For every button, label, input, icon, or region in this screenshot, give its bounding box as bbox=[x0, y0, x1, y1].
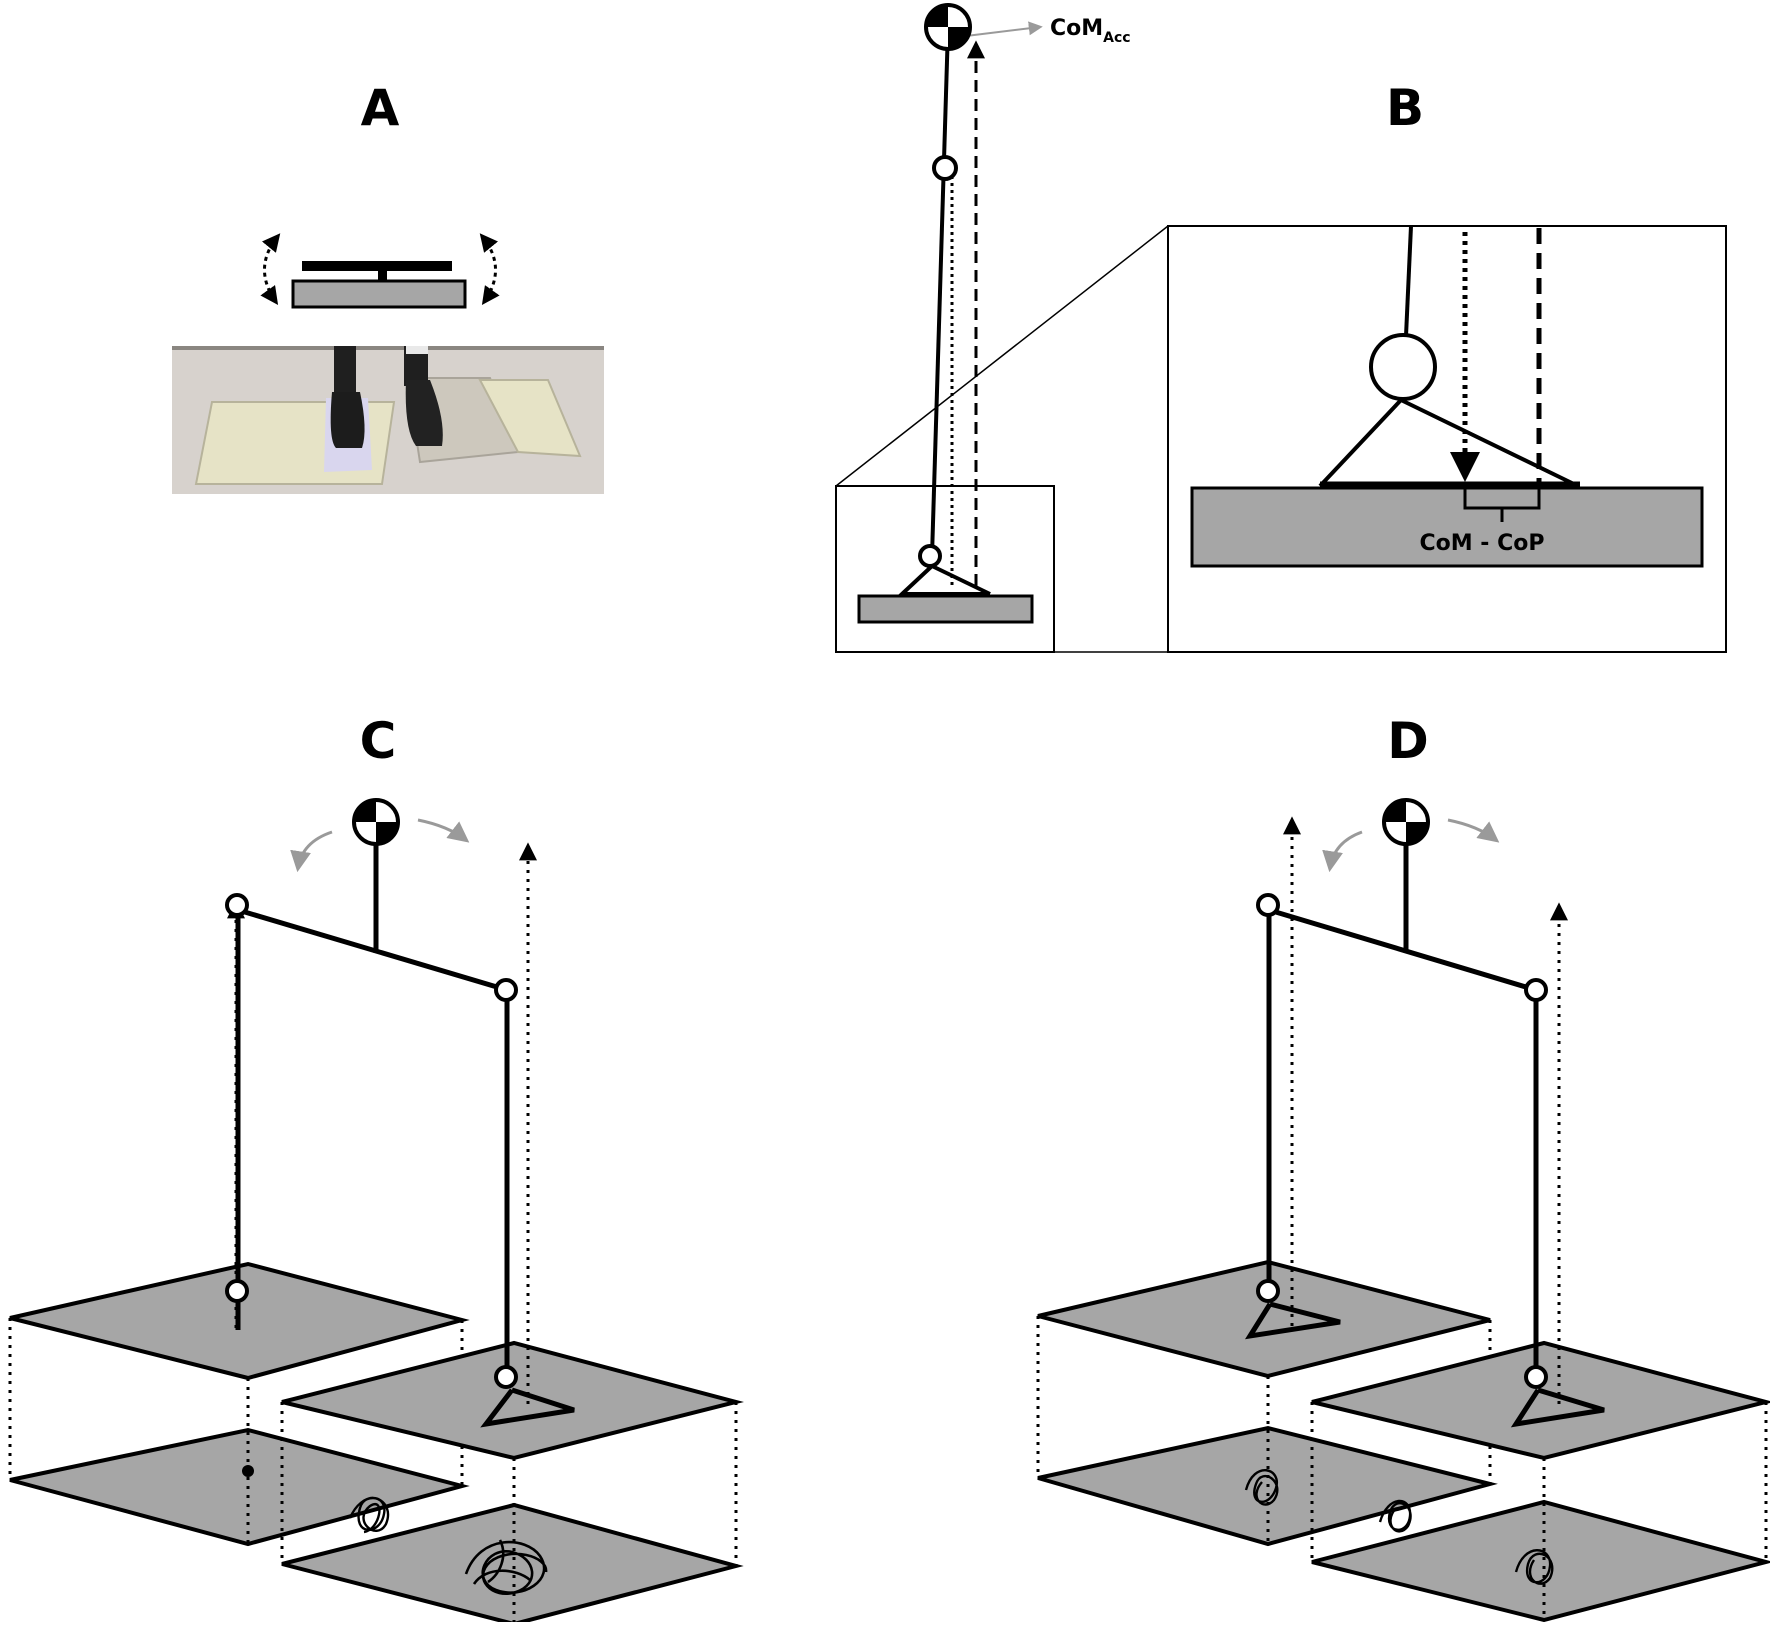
plate-right-upper bbox=[281, 1340, 744, 1461]
inverted-pendulum: CoMAcc bbox=[835, 3, 1131, 653]
panel-b: B CoMAcc bbox=[835, 3, 1727, 653]
com-acceleration-arrow bbox=[965, 21, 1043, 37]
left-ankle-joint-c bbox=[225, 1279, 249, 1303]
sway-arrow-right-d bbox=[1447, 818, 1500, 843]
zoom-region-box bbox=[835, 485, 1055, 653]
zoom-connector-top bbox=[835, 225, 1169, 487]
right-ankle-joint-c bbox=[494, 1365, 518, 1389]
panel-a: A bbox=[172, 79, 604, 494]
sway-arrow-right-c bbox=[417, 818, 470, 843]
foot-segment bbox=[896, 564, 990, 596]
pelvis-segment-d bbox=[1268, 907, 1537, 993]
right-hip-joint-d bbox=[1524, 978, 1548, 1002]
plate-right-upper-d bbox=[1311, 1340, 1770, 1461]
panel-d-letter: D bbox=[1387, 712, 1429, 770]
pelvis-segment bbox=[237, 907, 508, 993]
panel-a-letter: A bbox=[361, 79, 400, 137]
plate-left-upper-d bbox=[1037, 1259, 1491, 1379]
hip-joint-icon bbox=[932, 155, 958, 181]
ankle-joint-zoom-icon bbox=[1369, 333, 1437, 401]
force-plate-zoom bbox=[1190, 486, 1704, 568]
sway-arrow-left-c bbox=[290, 830, 333, 873]
zoom-inset: CoM - CoP bbox=[1167, 225, 1727, 653]
left-ankle-joint-d bbox=[1256, 1279, 1280, 1303]
cop-trace-center-d bbox=[1378, 1499, 1412, 1533]
panel-b-letter: B bbox=[1386, 79, 1424, 137]
plate-right-lower-d bbox=[1311, 1499, 1770, 1623]
left-foot-d bbox=[1244, 1301, 1341, 1340]
tilt-platform-icon bbox=[260, 233, 500, 309]
ankle-joint-icon bbox=[918, 544, 942, 568]
cop-dot-left bbox=[242, 1465, 254, 1477]
cop-trace-center-c bbox=[348, 1496, 390, 1534]
right-ankle-joint-d bbox=[1524, 1365, 1548, 1389]
right-foot-c bbox=[480, 1387, 575, 1428]
cop-trace-left-d bbox=[1244, 1469, 1279, 1506]
right-foot-d bbox=[1510, 1387, 1605, 1428]
panel-d: D bbox=[1036, 712, 1770, 1623]
center-of-mass-icon-d bbox=[1382, 798, 1430, 846]
sway-arrow-left-d bbox=[1322, 830, 1363, 873]
plate-left-lower bbox=[9, 1427, 470, 1547]
panel-c-letter: C bbox=[360, 712, 397, 770]
cop-trace-right-d bbox=[1514, 1549, 1554, 1585]
left-hip-joint-d bbox=[1256, 893, 1280, 917]
cop-trace-right-c bbox=[464, 1539, 548, 1595]
plate-right-lower bbox=[281, 1502, 744, 1627]
right-hip-joint-c bbox=[494, 978, 518, 1002]
zoom-inset-frame bbox=[1167, 225, 1727, 653]
force-plate-small bbox=[857, 594, 1034, 624]
center-of-mass-icon-c bbox=[352, 798, 400, 846]
center-of-mass-icon bbox=[924, 3, 972, 51]
com-cop-label: CoM - CoP bbox=[1420, 531, 1545, 556]
setup-photo bbox=[172, 346, 604, 494]
left-hip-joint-c bbox=[225, 893, 249, 917]
plate-left-lower-d bbox=[1037, 1425, 1498, 1547]
pendulum-body-segment bbox=[930, 27, 950, 557]
panel-c: C bbox=[8, 712, 744, 1627]
com-acc-label: CoMAcc bbox=[1050, 16, 1131, 46]
